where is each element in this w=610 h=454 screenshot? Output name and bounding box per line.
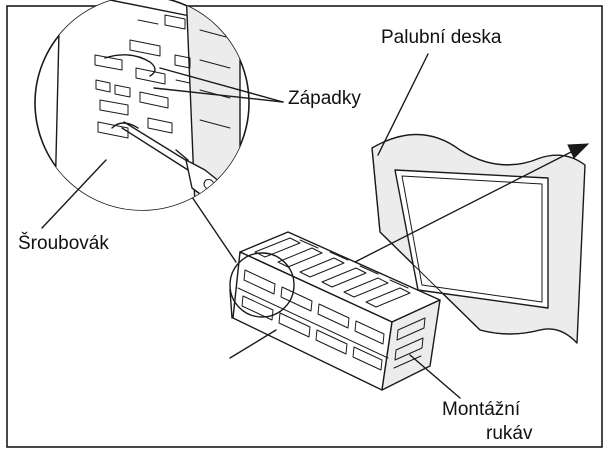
label-mounting-sleeve-line2: rukáv bbox=[486, 423, 533, 444]
magnified-detail bbox=[34, 0, 250, 211]
dashboard-panel bbox=[371, 133, 586, 344]
diagram-frame bbox=[6, 5, 603, 448]
leader-lines bbox=[41, 53, 461, 399]
label-screwdriver: Šroubovák bbox=[18, 233, 109, 254]
detail-connector-line-2 bbox=[229, 289, 233, 319]
label-dashboard: Palubní deska bbox=[381, 27, 502, 48]
detail-marker-circle bbox=[229, 252, 295, 318]
label-latches: Západky bbox=[288, 88, 361, 109]
detail-connector-line bbox=[191, 196, 237, 263]
label-mounting-sleeve-line1: Montážní bbox=[442, 399, 521, 420]
mounting-sleeve bbox=[232, 231, 441, 391]
